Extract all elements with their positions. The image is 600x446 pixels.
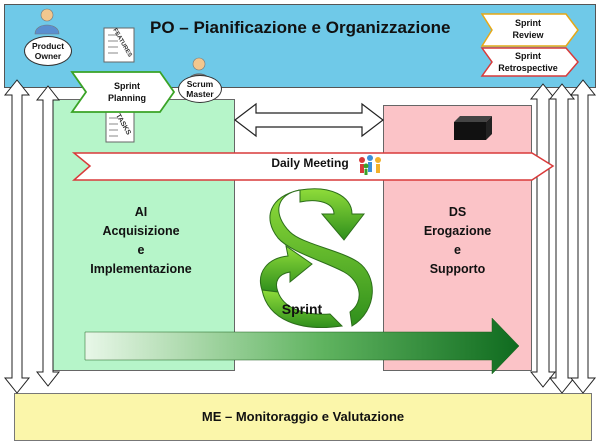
sprint-retrospective-label: Sprint Retrospective	[486, 50, 570, 74]
ds-line2: Erogazione	[423, 224, 492, 238]
ds-line1: DS	[448, 205, 467, 219]
sprint-review-chevron	[480, 13, 579, 47]
right-mid-arrow	[548, 83, 576, 394]
ai-line1: AI	[134, 205, 148, 219]
scrum-master-label-line1: Scrum	[186, 79, 214, 89]
ds-line4: Supporto	[429, 262, 486, 276]
sprint-review-line2: Review	[512, 30, 544, 40]
progress-arrow	[84, 317, 520, 375]
ai-line4: Implementazione	[90, 262, 192, 276]
product-owner-label-line2: Owner	[34, 51, 62, 61]
sprint-retrospective-line2: Retrospective	[498, 63, 558, 73]
sprint-planning-label: Sprint Planning	[92, 80, 162, 104]
ds-label: DS Erogazione e Supporto	[383, 203, 532, 279]
right-outer-arrow	[569, 79, 597, 394]
sprint-review-label: Sprint Review	[490, 17, 566, 41]
daily-meeting-label: Daily Meeting	[271, 156, 349, 170]
sprint-planning-line1: Sprint	[114, 81, 140, 91]
sprint-planning-chevron	[70, 71, 176, 113]
sprint-retrospective-chevron	[480, 47, 579, 77]
scrum-master-oval: Scrum Master	[178, 75, 222, 103]
product-owner-label-line1: Product	[31, 41, 65, 51]
daily-meeting-banner	[71, 152, 555, 181]
ai-line3: e	[137, 243, 145, 257]
ds-line3: e	[454, 243, 461, 257]
black-box-icon	[454, 116, 492, 140]
product-owner-oval: Product Owner	[24, 36, 72, 66]
team-icon	[359, 155, 381, 175]
ai-label: AI Acquisizione e Implementazione	[47, 203, 235, 279]
sprint-review-line1: Sprint	[515, 18, 541, 28]
ds-box	[383, 105, 532, 371]
sprint-retrospective-line1: Sprint	[515, 51, 541, 61]
product-owner-person-icon	[34, 8, 60, 35]
me-title: ME – Monitoraggio e Valutazione	[201, 409, 405, 424]
tasks-document-icon	[105, 111, 135, 143]
po-title: PO – Pianificazione e Organizzazione	[150, 18, 451, 37]
sprint-cycle-icon	[260, 188, 373, 328]
right-inner-arrow	[529, 83, 557, 388]
ai-line2: Acquisizione	[102, 224, 180, 238]
features-document-icon	[103, 27, 135, 63]
me-band	[14, 393, 592, 441]
ai-box	[47, 99, 235, 371]
left-outer-arrow	[3, 79, 31, 394]
scrum-master-label-line2: Master	[186, 89, 214, 99]
sprint-label: Sprint	[281, 301, 323, 317]
sprint-planning-line2: Planning	[108, 93, 146, 103]
ai-ds-double-arrow	[234, 102, 384, 138]
left-inner-arrow	[35, 85, 61, 387]
